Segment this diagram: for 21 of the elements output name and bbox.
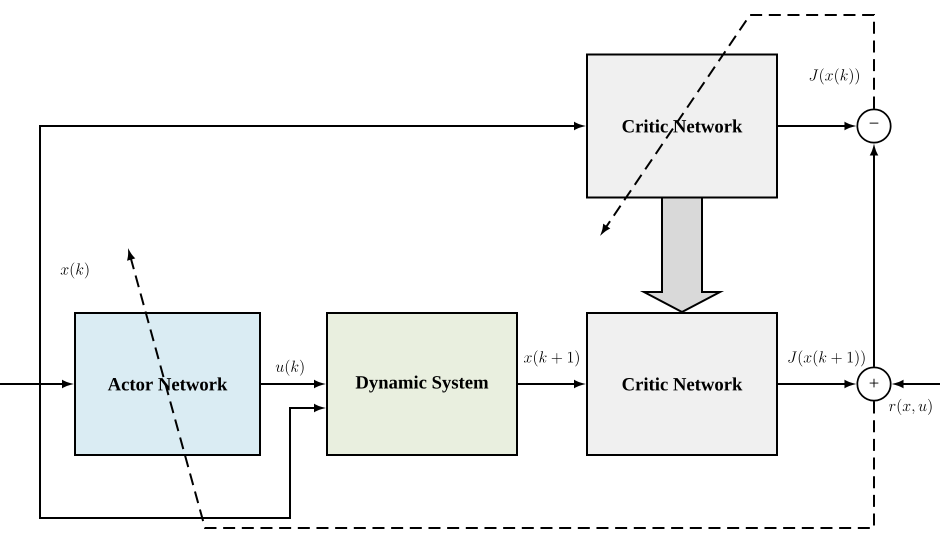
block-arrow xyxy=(640,198,724,314)
arrow xyxy=(39,384,323,519)
edge-label: $J(x(k+1))$ xyxy=(786,349,868,368)
edge-label: $x(k+1)$ xyxy=(522,349,582,368)
dashed-arrow xyxy=(127,251,875,529)
arrow xyxy=(870,146,878,366)
arrow xyxy=(778,380,854,388)
process-box: Critic Network xyxy=(586,312,778,456)
edge-label: $J(x(k))$ xyxy=(807,67,862,86)
arrow xyxy=(894,380,940,388)
arrow xyxy=(0,380,71,388)
process-box: Dynamic System xyxy=(326,312,518,456)
process-box: Actor Network xyxy=(74,312,261,456)
arrow xyxy=(261,380,323,388)
arrow xyxy=(518,380,583,388)
edge-label: $u(k)$ xyxy=(274,358,306,378)
dashed-arrow xyxy=(601,14,875,234)
arrow xyxy=(39,122,583,384)
arrow xyxy=(778,122,854,130)
edge-label: $x(k)$ xyxy=(58,261,92,280)
process-box: Critic Network xyxy=(586,54,778,198)
